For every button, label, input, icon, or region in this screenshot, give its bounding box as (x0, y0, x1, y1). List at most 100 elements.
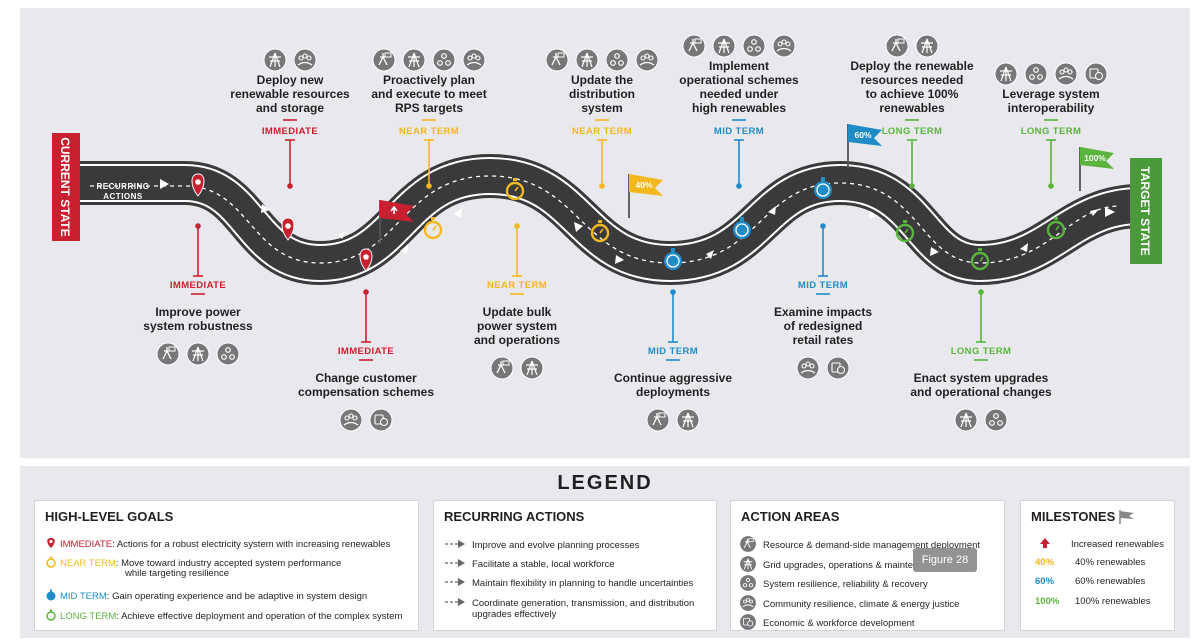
resilience-icon (984, 408, 1008, 432)
community-icon (739, 593, 757, 612)
dashed-arrow-icon (445, 578, 465, 586)
economic-icon (826, 356, 850, 380)
resource-icon (372, 48, 396, 72)
road-marker-12 (1046, 217, 1066, 240)
road-markers (191, 173, 1066, 272)
pin-icon (47, 538, 55, 548)
high-level-goals-box: HIGH-LEVEL GOALS IMMEDIATE: Actions for … (34, 500, 419, 631)
legend-action-area-row: System resilience, reliability & recover… (739, 574, 999, 592)
recurring-actions-label-2: ACTIONS (103, 192, 143, 201)
resource-icon (682, 34, 706, 58)
resource-icon (490, 356, 514, 380)
goal-text-line: resources needed (861, 73, 964, 87)
dashed-arrow-icon (445, 540, 465, 548)
goal-text-line: Update bulk (483, 305, 552, 319)
resource-icon (646, 408, 670, 432)
resource-icon (885, 34, 909, 58)
grid-icon (402, 48, 426, 72)
legend-action-area-text: Resource & demand-side management deploy… (763, 540, 981, 551)
legend-action-area-row: Community resilience, climate & energy j… (739, 593, 999, 612)
legend-goal-sep: : (116, 611, 122, 622)
recurring-actions-label-1: RECURRING (97, 182, 150, 191)
grid-icon (186, 342, 210, 366)
goal-term-label: LONG TERM (1021, 126, 1082, 137)
legend-recurring-row: Facilitate a stable, local workforce (444, 558, 709, 571)
legend-goal-row: IMMEDIATE: Actions for a robust electric… (45, 537, 410, 551)
grid-icon (712, 34, 736, 58)
goal-term-label: NEAR TERM (487, 280, 547, 291)
community-icon (635, 48, 659, 72)
goal-text-line: and operational changes (910, 385, 1052, 399)
goal-term-label: IMMEDIATE (262, 126, 318, 137)
legend-recurring-row: Coordinate generation, transmission, and… (444, 597, 709, 610)
resilience-icon (1024, 62, 1048, 86)
goal-text-line: high renewables (692, 101, 786, 115)
community-icon (293, 48, 317, 72)
goal-text-line: needed under (700, 87, 779, 101)
milestone-flag-3: 60% (847, 124, 882, 168)
resource-icon (545, 48, 569, 72)
legend-goal-text: Gain operating experience and be adaptiv… (112, 591, 368, 602)
milestone-flag-label-3: 60% (854, 130, 871, 140)
resource-icon (739, 535, 757, 553)
legend-recurring-text-cont: upgrades effectively (472, 609, 557, 620)
grid-icon (263, 48, 287, 72)
goal-text-line: renewable resources (230, 87, 350, 101)
economic-icon (369, 408, 393, 432)
goal-text-line: Update the (571, 73, 633, 87)
legend-milestone-marker: 40% (1035, 556, 1055, 568)
legend-action-area-row: Resource & demand-side management deploy… (739, 535, 999, 553)
legend-milestone-text: Increased renewables (1071, 539, 1164, 550)
milestone-flag-label-4: 100% (1084, 153, 1106, 163)
road-marker-4 (423, 217, 443, 240)
legend-goal-row: MID TERM: Gain operating experience and … (45, 589, 410, 603)
up-arrow-icon (1040, 538, 1050, 548)
milestone-flag-2: 40% (628, 174, 663, 218)
goal-term-label: MID TERM (648, 346, 698, 357)
goal-term-label: IMMEDIATE (338, 346, 394, 357)
road-marker-7 (664, 248, 682, 270)
legend-milestone-text: 100% renewables (1075, 595, 1151, 607)
goal-text-line: Examine impacts (774, 305, 872, 319)
goal-text-line: Deploy the renewable (850, 59, 974, 73)
goal-text-line: of redesigned (784, 319, 863, 333)
road-marker-2 (281, 217, 295, 241)
goal-text-line: system robustness (143, 319, 253, 333)
legend-action-area-text: Grid upgrades, operations & mainten (763, 559, 919, 571)
community-icon (1054, 62, 1078, 86)
legend-goal-term: IMMEDIATE (60, 539, 113, 550)
road-marker-9 (814, 177, 832, 199)
economic-icon (739, 613, 757, 631)
legend-goal-term: LONG TERM (60, 611, 117, 622)
legend-milestone-text: 40% renewables (1075, 556, 1146, 568)
action-areas-title: ACTION AREAS (741, 509, 840, 524)
legend-milestone-row: Increased renewables (1035, 537, 1175, 551)
goal-text-line: interoperability (1008, 101, 1095, 115)
goal-text-line: distribution (569, 87, 635, 101)
goal-text-line: Deploy new (257, 73, 324, 87)
goal-text-line: power system (477, 319, 557, 333)
resilience-icon (742, 34, 766, 58)
legend-goal-text: Actions for a robust electricity system … (116, 539, 391, 550)
goal-text-line: Leverage system (1002, 87, 1099, 101)
timer-icon (46, 556, 56, 568)
legend-goal-sep: : (115, 558, 122, 569)
goal-text-line: Proactively plan (383, 73, 475, 87)
road-arrows (160, 179, 1115, 264)
roadmap-panel: CURRENT STATE TARGET STATE RECURRING ACT… (20, 8, 1190, 458)
goal-text-line: renewables (879, 101, 945, 115)
legend-recurring-row: Improve and evolve planning processes (444, 539, 709, 552)
current-state-banner (52, 133, 80, 241)
community-icon (462, 48, 486, 72)
resilience-icon (216, 342, 240, 366)
legend-recurring-row: Maintain flexibility in planning to hand… (444, 577, 709, 590)
goal-text-line: Implement (709, 59, 769, 73)
road-center-dashes (90, 175, 1121, 264)
current-state-label: CURRENT STATE (58, 137, 72, 237)
